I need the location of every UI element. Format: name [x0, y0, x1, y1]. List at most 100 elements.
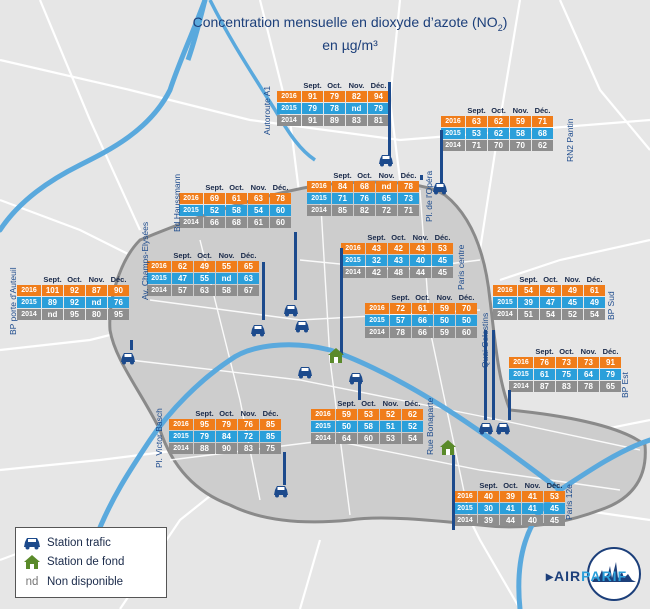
value-cell: 50 [434, 315, 455, 326]
value-cell: 72 [238, 431, 259, 442]
month-header: Nov. [88, 275, 105, 284]
station-name-label: RN2 Pantin [565, 118, 575, 162]
value-cell: 51 [380, 421, 401, 432]
month-header: Sept. [173, 251, 192, 260]
value-cell: 62 [172, 261, 193, 272]
month-header: Oct. [415, 293, 430, 302]
station-name-label: Pl. Victor Basch [154, 408, 164, 468]
header-corner [441, 106, 465, 115]
month-header: Déc. [110, 275, 127, 284]
value-cell: 49 [584, 297, 605, 308]
header-corner [169, 409, 193, 418]
year-label: 2016 [179, 193, 203, 204]
value-cell: 73 [578, 357, 599, 368]
month-header: Nov. [512, 106, 529, 115]
value-cell: 54 [584, 309, 605, 320]
value-cell: 78 [398, 181, 419, 192]
value-cell: 64 [336, 433, 357, 444]
value-cell: 53 [380, 433, 401, 444]
value-cell: 66 [412, 327, 433, 338]
value-cell: nd [86, 297, 107, 308]
month-header: Déc. [434, 233, 451, 242]
value-cell: 61 [534, 369, 555, 380]
value-cell: 71 [332, 193, 353, 204]
value-cell: 87 [534, 381, 555, 392]
value-cell: 83 [556, 381, 577, 392]
value-cell: 30 [478, 503, 499, 514]
month-header: Oct. [391, 233, 406, 242]
value-cell: 71 [398, 205, 419, 216]
value-cell: 82 [346, 91, 367, 102]
header-corner [311, 399, 335, 408]
legend-background: Station de fond [22, 553, 124, 571]
year-label: 2015 [179, 205, 203, 216]
value-cell: 76 [238, 419, 259, 430]
value-cell: 42 [388, 243, 409, 254]
value-cell: 87 [86, 285, 107, 296]
year-label: 2014 [365, 327, 389, 338]
month-header: Nov. [250, 183, 267, 192]
title-line-2: en µg/m³ [322, 36, 378, 53]
value-cell: 72 [376, 205, 397, 216]
value-cell: 81 [368, 115, 389, 126]
month-header: Nov. [412, 233, 429, 242]
month-header: Sept. [519, 275, 538, 284]
value-cell: 50 [456, 315, 477, 326]
year-label: 2014 [277, 115, 301, 126]
value-cell: 60 [456, 327, 477, 338]
month-header-row: Sept.Oct.Nov.Déc. [277, 81, 389, 90]
canal [208, 0, 316, 162]
value-cell: 44 [410, 267, 431, 278]
car-icon [22, 536, 42, 550]
value-cell: 88 [194, 443, 215, 454]
year-label: 2014 [307, 205, 331, 216]
header-corner [341, 233, 365, 242]
value-cell: 95 [108, 309, 129, 320]
year-label: 2016 [341, 243, 365, 254]
value-cell: 68 [226, 217, 247, 228]
value-cell: 45 [544, 503, 565, 514]
month-header: Sept. [367, 233, 386, 242]
station-name-label: Av. Champs-Elysées [140, 221, 150, 300]
header-corner [179, 183, 203, 192]
logo-part-air: AIR [554, 568, 582, 584]
month-header: Oct. [67, 275, 82, 284]
value-cell: 79 [324, 91, 345, 102]
value-cell: 48 [388, 267, 409, 278]
month-header-row: Sept.Oct.Nov.Déc. [307, 171, 419, 180]
value-cell: 73 [398, 193, 419, 204]
month-header: Oct. [491, 106, 506, 115]
month-header: Sept. [303, 81, 322, 90]
month-header: Déc. [586, 275, 603, 284]
year-label: 2015 [493, 297, 517, 308]
month-header: Oct. [543, 275, 558, 284]
station-name-label: Paris 12e [564, 484, 574, 520]
month-header-row: Sept.Oct.Nov.Déc. [17, 275, 129, 284]
year-label: 2015 [509, 369, 533, 380]
value-cell: 63 [466, 116, 487, 127]
month-header: Nov. [378, 171, 395, 180]
value-cell: 85 [260, 419, 281, 430]
month-header: Déc. [400, 171, 417, 180]
year-label: 2014 [169, 443, 193, 454]
year-label: 2015 [311, 421, 335, 432]
